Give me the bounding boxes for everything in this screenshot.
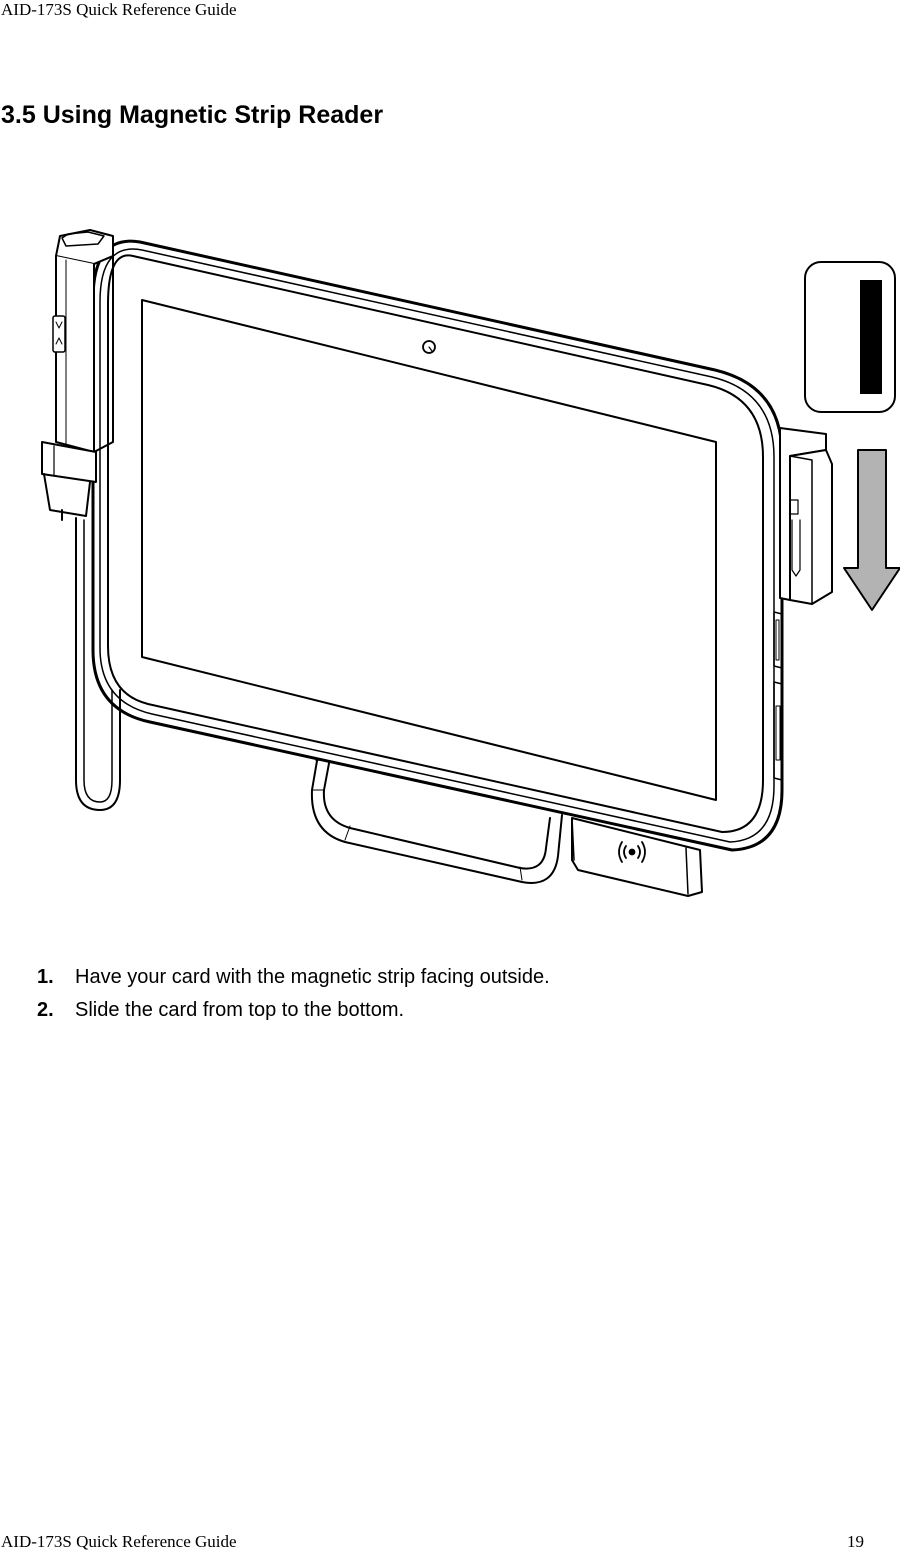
page-number: 19 — [847, 1532, 864, 1551]
running-header: AID-173S Quick Reference Guide — [1, 0, 237, 19]
device-illustration — [0, 220, 900, 910]
tablet-illustration — [91, 239, 784, 852]
section-title: 3.5 Using Magnetic Strip Reader — [1, 101, 384, 129]
handle-illustration — [310, 754, 563, 884]
instruction-steps: 1. Have your card with the magnetic stri… — [37, 961, 550, 1027]
magnetic-card-illustration — [804, 261, 896, 413]
step-text: Slide the card from top to the bottom. — [75, 999, 405, 1021]
step-number: 1. — [37, 966, 54, 988]
tablet-screen — [141, 299, 717, 801]
barcode-scanner-illustration — [41, 229, 121, 811]
camera-icon — [422, 340, 436, 354]
magnetic-strip-reader-illustration — [779, 427, 833, 605]
running-footer: AID-173S Quick Reference Guide 19 — [1, 1532, 864, 1552]
nfc-icon — [618, 841, 646, 863]
swipe-down-arrow-icon — [843, 449, 900, 611]
step-item: 1. Have your card with the magnetic stri… — [37, 961, 550, 994]
step-item: 2. Slide the card from top to the bottom… — [37, 994, 550, 1027]
nfc-reader-illustration — [571, 817, 703, 897]
footer-title: AID-173S Quick Reference Guide — [1, 1532, 237, 1551]
step-number: 2. — [37, 999, 54, 1021]
magnetic-stripe — [860, 280, 882, 394]
step-text: Have your card with the magnetic strip f… — [75, 966, 550, 988]
